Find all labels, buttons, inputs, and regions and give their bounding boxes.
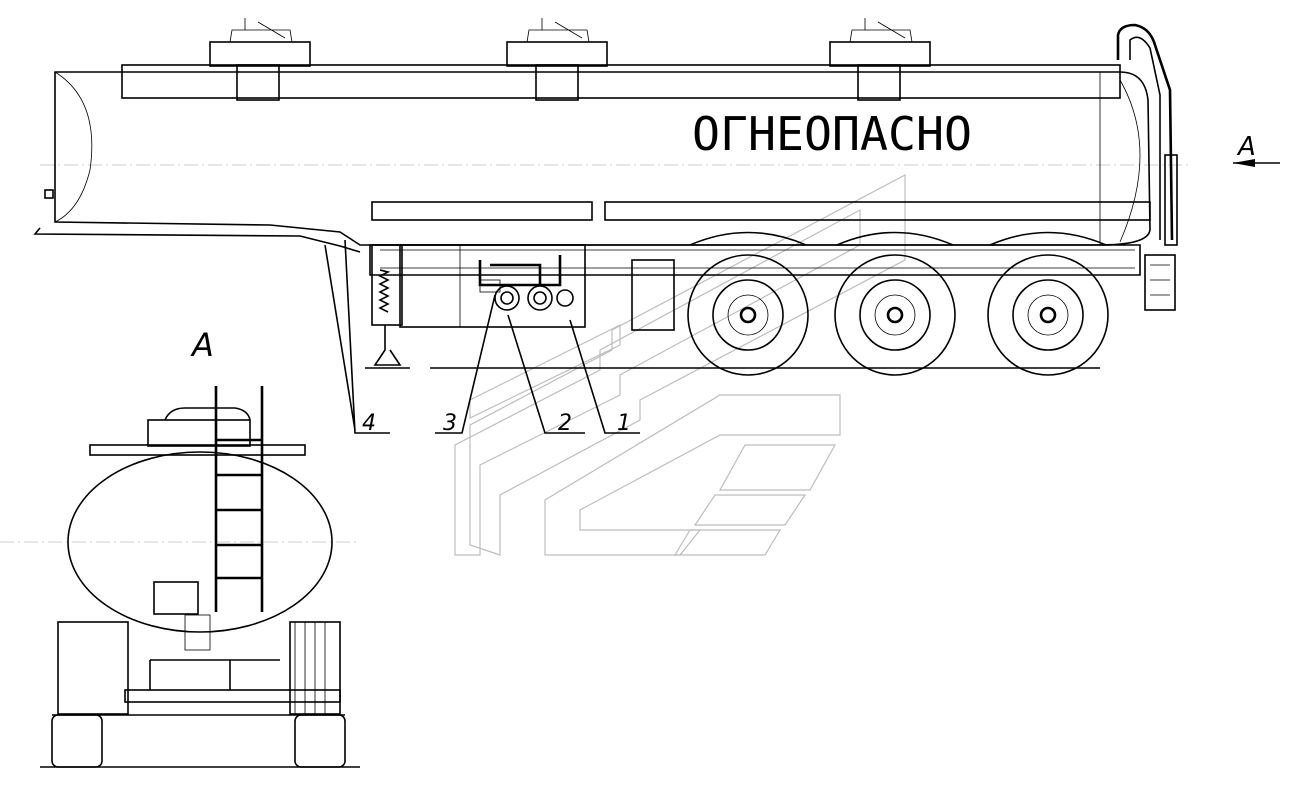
callout-leaders — [344, 239, 640, 434]
watermark-logo — [454, 174, 906, 556]
rear-view-label: A — [190, 326, 214, 364]
warning-text: ОГНЕОПАСНО — [692, 107, 972, 161]
callout-3: 3 — [443, 411, 457, 436]
wheel-1 — [687, 254, 809, 376]
chassis — [365, 244, 1141, 369]
wheel-3 — [987, 254, 1109, 376]
rear-view — [40, 386, 360, 768]
manhole-1 — [209, 18, 311, 101]
callout-4: 4 — [362, 411, 376, 436]
manhole-2 — [506, 18, 608, 101]
manhole-3 — [829, 18, 931, 101]
view-arrow: A — [1233, 132, 1280, 167]
callout-1: 1 — [617, 411, 631, 436]
view-arrow-label: A — [1236, 132, 1256, 162]
equipment-cabinet — [399, 244, 586, 328]
tank-side-view — [33, 18, 1178, 431]
wheel-2 — [834, 254, 956, 376]
callout-2: 2 — [558, 411, 572, 436]
wheels — [430, 231, 1176, 376]
fuel-tank — [631, 259, 675, 331]
